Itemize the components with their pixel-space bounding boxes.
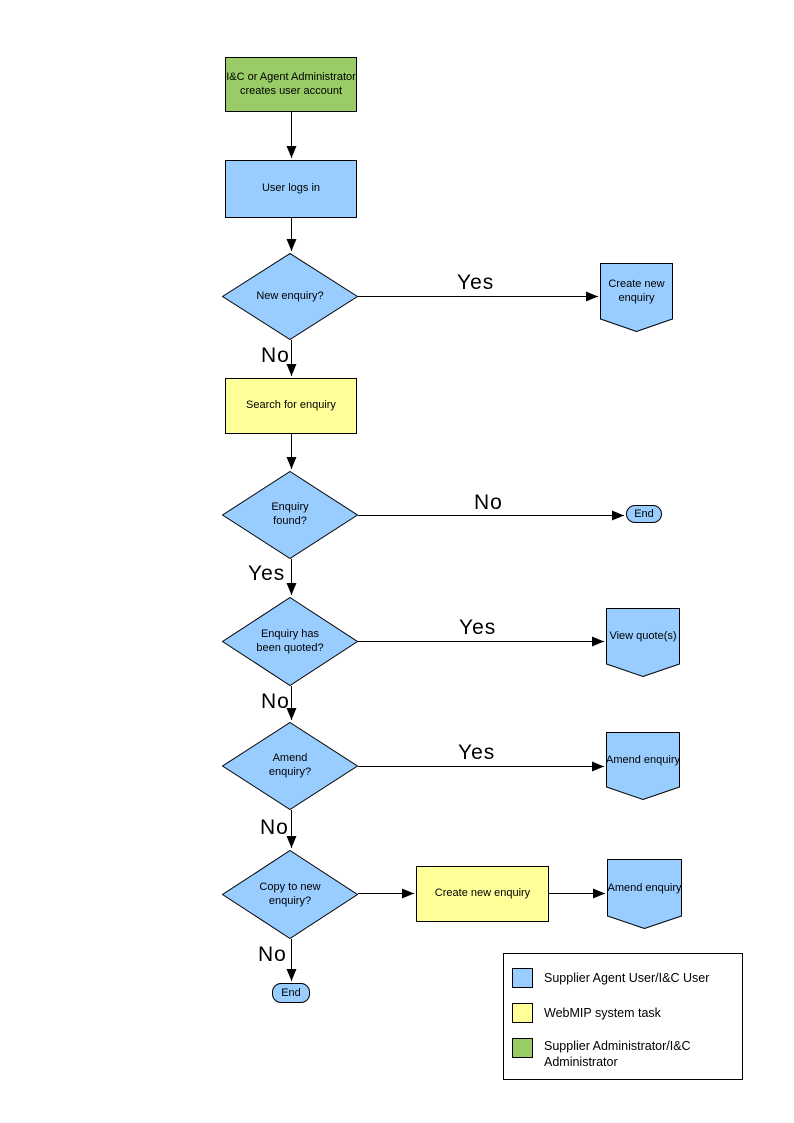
diamond-shape [222,253,358,340]
node-label: Copy to new enquiry? [259,880,321,907]
offpage-view-quotes: View quote(s) [606,608,680,677]
node-label: Amend enquiry? [268,752,312,778]
edge-label-no-quoted: No [261,690,290,713]
pentagon-shape [606,608,680,677]
node-label: End [281,987,301,999]
decision-enquiry-found: Enquiry found? [222,471,358,559]
task-create-new-enquiry: Create new enquiry [416,866,549,922]
edge-label-no-enquiry-found: No [474,491,503,514]
offpage-amend-enquiry-1: Amend enquiry [606,732,680,800]
node-label: Create new enquiry [434,887,531,900]
node-label: Enquiry found? [271,501,309,527]
diamond-shape [222,471,358,559]
legend-item-webmip-system-task: WebMIP system task [512,1003,734,1023]
legend-box: Supplier Agent User/I&C User WebMIP syst… [503,953,743,1080]
legend-swatch-green [512,1038,533,1058]
terminator-end-bottom: End [272,983,310,1003]
process-user-logs-in: User logs in [225,160,357,218]
legend-swatch-yellow [512,1003,533,1023]
edge-label-no-amend: No [260,816,289,839]
edge-label-yes-new-enquiry: Yes [457,271,495,294]
node-label: Enquiry has been quoted? [256,627,324,654]
node-label: I&C or Agent Administrator creates user … [226,70,356,97]
legend-item-supplier-agent-user: Supplier Agent User/I&C User [512,968,734,988]
edge-label-no-new-enquiry: No [261,344,290,367]
legend-label: Supplier Administrator/I&C Administrator [544,1039,691,1070]
node-label: Create new enquiry [608,278,665,304]
task-search-for-enquiry: Search for enquiry [225,378,357,434]
edge-label-yes-enquiry-found: Yes [248,562,286,585]
edge-label-yes-amend: Yes [458,741,496,764]
decision-amend-enquiry: Amend enquiry? [222,722,358,810]
terminator-end-right: End [626,505,662,523]
node-label: Amend enquiry [607,881,682,894]
offpage-create-new-enquiry: Create new enquiry [600,263,673,332]
node-label: End [634,508,654,520]
pentagon-shape [600,263,673,332]
legend-swatch-blue [512,968,533,988]
pentagon-shape [607,859,682,929]
diamond-shape [222,597,358,686]
node-label: Amend enquiry [606,753,680,766]
legend-item-supplier-administrator: Supplier Administrator/I&C Administrator [512,1038,734,1071]
diamond-shape [222,722,358,810]
process-admin-creates-account: I&C or Agent Administrator creates user … [225,57,357,112]
decision-new-enquiry: New enquiry? [222,253,358,340]
legend-label: Supplier Agent User/I&C User [544,970,710,985]
node-label: User logs in [261,182,321,195]
decision-enquiry-quoted: Enquiry has been quoted? [222,597,358,686]
decision-copy-to-new: Copy to new enquiry? [222,850,358,939]
diamond-shape [222,850,358,939]
node-label: New enquiry? [256,289,324,302]
edge-label-yes-quoted: Yes [459,616,497,639]
offpage-amend-enquiry-2: Amend enquiry [607,859,682,929]
node-label: Search for enquiry [246,399,336,412]
edge-label-no-copy: No [258,943,287,966]
node-label: View quote(s) [609,630,677,643]
pentagon-shape [606,732,680,800]
legend-label: WebMIP system task [544,1005,661,1020]
